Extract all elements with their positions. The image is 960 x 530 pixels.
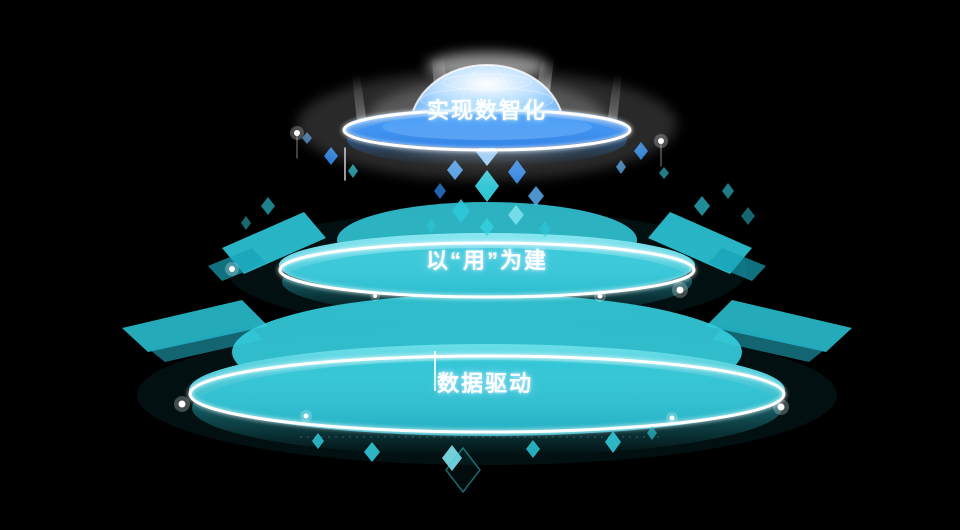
shard-diamond bbox=[528, 186, 544, 206]
shard-diamond bbox=[722, 183, 734, 199]
shard-diamond bbox=[480, 218, 494, 236]
shard-diamond bbox=[605, 431, 621, 453]
shard-diamond bbox=[647, 426, 657, 440]
shard-diamond bbox=[312, 433, 324, 449]
tier-label-middle: 以“用”为建 bbox=[425, 248, 549, 273]
glow-dot bbox=[594, 290, 606, 302]
glow-dot bbox=[370, 291, 380, 301]
shard-diamond bbox=[364, 442, 380, 462]
middle-tier-body bbox=[282, 248, 692, 316]
shard-diamond bbox=[348, 164, 358, 178]
glow-dot bbox=[773, 399, 789, 415]
tier-label-top: 实现数智化 bbox=[426, 98, 548, 123]
tier-label-bottom: 数据驱动 bbox=[436, 371, 534, 396]
shard-diamond bbox=[442, 445, 462, 471]
top-platform-body bbox=[347, 114, 627, 166]
glow-dot bbox=[290, 126, 304, 140]
glow-dot bbox=[225, 262, 239, 276]
shard-diamond bbox=[452, 199, 470, 223]
bottom-tier-rim bbox=[189, 355, 785, 433]
shard-diamond bbox=[741, 207, 755, 225]
bottom-tier-wings bbox=[122, 300, 852, 362]
bottom-tier bbox=[122, 294, 852, 456]
middle-tier-wings bbox=[208, 212, 766, 281]
shard-diamond bbox=[434, 183, 446, 199]
top-tier bbox=[297, 52, 677, 180]
shard-diamond bbox=[526, 440, 540, 458]
light-streaks bbox=[296, 135, 662, 391]
glow-dot bbox=[654, 134, 668, 148]
glow-dots bbox=[174, 126, 789, 424]
shard-diamond-outline bbox=[445, 446, 481, 494]
shard-diamond bbox=[426, 219, 436, 233]
shard-diamond bbox=[261, 197, 275, 215]
bottom-decor-shards bbox=[300, 426, 660, 494]
shard-diamond bbox=[508, 205, 524, 225]
middle-tier bbox=[208, 202, 766, 316]
glow-dot bbox=[666, 412, 678, 424]
shard-diamond bbox=[694, 196, 710, 216]
shard-diamond bbox=[659, 167, 669, 179]
glow-dot bbox=[174, 396, 190, 412]
middle-tier-rim bbox=[279, 242, 695, 298]
glow-dot bbox=[300, 410, 312, 422]
shard-diamond bbox=[241, 216, 251, 230]
shard-diamond bbox=[539, 221, 551, 237]
top-platform-rim bbox=[343, 109, 631, 151]
glow-dot bbox=[672, 282, 688, 298]
bottom-tier-body bbox=[192, 360, 782, 456]
